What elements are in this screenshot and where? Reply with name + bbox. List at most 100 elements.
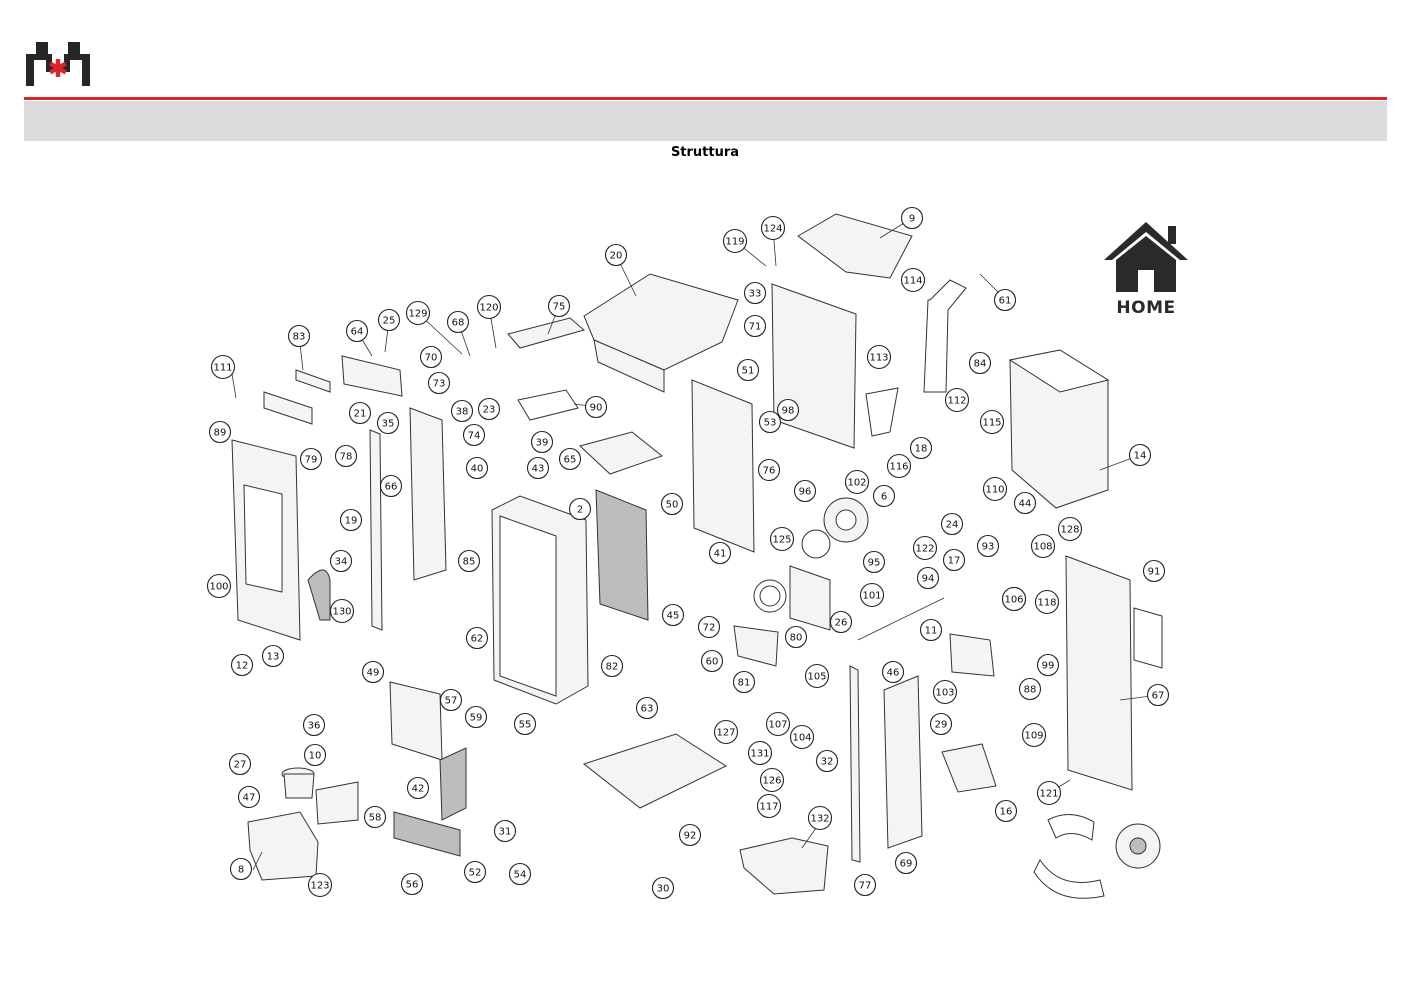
callout-number: 27 bbox=[234, 760, 247, 771]
callout-64: 64 bbox=[345, 319, 369, 343]
callout-113: 113 bbox=[866, 344, 892, 370]
home-icon bbox=[1104, 222, 1188, 292]
callout-number: 70 bbox=[425, 353, 438, 364]
callout-number: 11 bbox=[925, 626, 938, 637]
callout-number: 96 bbox=[799, 487, 812, 498]
callout-number: 106 bbox=[1004, 595, 1023, 606]
callout-number: 32 bbox=[821, 757, 834, 768]
callout-circle bbox=[758, 410, 782, 434]
callout-number: 78 bbox=[340, 452, 353, 463]
callout-number: 116 bbox=[889, 462, 908, 473]
callout-73: 73 bbox=[427, 371, 451, 395]
callout-107: 107 bbox=[765, 711, 791, 737]
callout-number: 103 bbox=[935, 688, 954, 699]
callout-55: 55 bbox=[513, 712, 537, 736]
callout-circle bbox=[976, 534, 1000, 558]
callout-circle bbox=[568, 497, 592, 521]
callout-number: 53 bbox=[764, 418, 777, 429]
callout-circle bbox=[1036, 653, 1060, 677]
callout-105: 105 bbox=[804, 663, 830, 689]
callout-63: 63 bbox=[635, 696, 659, 720]
callout-102: 102 bbox=[844, 469, 870, 495]
callout-number: 132 bbox=[810, 814, 829, 825]
callout-circle bbox=[756, 793, 782, 819]
callout-circle bbox=[229, 857, 253, 881]
callout-34: 34 bbox=[329, 549, 353, 573]
callout-71: 71 bbox=[743, 314, 767, 338]
callout-number: 124 bbox=[763, 224, 782, 235]
callout-circle bbox=[462, 423, 486, 447]
callout-number: 115 bbox=[982, 418, 1001, 429]
callout-circle bbox=[815, 749, 839, 773]
callout-number: 91 bbox=[1148, 567, 1161, 578]
callout-50: 50 bbox=[660, 492, 684, 516]
callout-number: 57 bbox=[445, 696, 458, 707]
callout-20: 20 bbox=[604, 243, 628, 267]
callout-number: 122 bbox=[915, 544, 934, 555]
callout-number: 120 bbox=[479, 303, 498, 314]
callout-number: 45 bbox=[667, 611, 680, 622]
callout-number: 88 bbox=[1024, 685, 1037, 696]
callout-51: 51 bbox=[736, 358, 760, 382]
callout-16: 16 bbox=[994, 799, 1018, 823]
header-rule bbox=[24, 97, 1387, 100]
callout-number: 77 bbox=[859, 881, 872, 892]
callout-circle bbox=[513, 712, 537, 736]
callout-circle bbox=[1146, 683, 1170, 707]
callout-number: 81 bbox=[738, 678, 751, 689]
callout-103: 103 bbox=[932, 679, 958, 705]
callout-number: 79 bbox=[305, 455, 318, 466]
callout-74: 74 bbox=[462, 423, 486, 447]
callout-circle bbox=[912, 535, 938, 561]
callout-number: 31 bbox=[499, 827, 512, 838]
callout-75: 75 bbox=[547, 294, 571, 318]
callout-110: 110 bbox=[982, 476, 1008, 502]
callout-number: 33 bbox=[749, 289, 762, 300]
callout-number: 105 bbox=[807, 672, 826, 683]
page-title: Struttura bbox=[670, 145, 740, 160]
callout-number: 44 bbox=[1019, 499, 1032, 510]
callout-121: 121 bbox=[1036, 780, 1062, 806]
callout-number: 64 bbox=[351, 327, 364, 338]
home-button[interactable]: HOME bbox=[1100, 218, 1192, 322]
callout-number: 89 bbox=[214, 428, 227, 439]
callout-54: 54 bbox=[508, 862, 532, 886]
callout-circle bbox=[944, 387, 970, 413]
callout-number: 58 bbox=[369, 813, 382, 824]
callout-circle bbox=[604, 243, 628, 267]
callout-89: 89 bbox=[208, 420, 232, 444]
callout-circle bbox=[769, 526, 795, 552]
callout-number: 51 bbox=[742, 366, 755, 377]
callout-circle bbox=[743, 281, 767, 305]
callout-number: 76 bbox=[763, 466, 776, 477]
callout-number: 92 bbox=[684, 831, 697, 842]
callout-41: 41 bbox=[708, 541, 732, 565]
callout-108: 108 bbox=[1030, 533, 1056, 559]
callout-23: 23 bbox=[477, 397, 501, 421]
callout-number: 117 bbox=[759, 802, 778, 813]
callout-circle bbox=[635, 696, 659, 720]
callout-90: 90 bbox=[584, 395, 608, 419]
callout-number: 111 bbox=[213, 363, 232, 374]
callout-132: 132 bbox=[807, 805, 833, 831]
callout-circle bbox=[793, 479, 817, 503]
callout-number: 123 bbox=[310, 881, 329, 892]
callout-circle bbox=[376, 411, 400, 435]
callout-122: 122 bbox=[912, 535, 938, 561]
callout-number: 101 bbox=[862, 591, 881, 602]
callout-circle bbox=[329, 549, 353, 573]
callout-56: 56 bbox=[400, 872, 424, 896]
callout-78: 78 bbox=[334, 444, 358, 468]
callout-circle bbox=[660, 492, 684, 516]
callout-circle bbox=[1001, 586, 1027, 612]
callout-circle bbox=[829, 610, 853, 634]
callout-circle bbox=[789, 724, 815, 750]
callout-circle bbox=[651, 876, 675, 900]
callout-115: 115 bbox=[979, 409, 1005, 435]
callout-88: 88 bbox=[1018, 677, 1042, 701]
callout-43: 43 bbox=[526, 456, 550, 480]
callout-number: 75 bbox=[553, 302, 566, 313]
callout-circle bbox=[776, 398, 800, 422]
callout-52: 52 bbox=[463, 860, 487, 884]
